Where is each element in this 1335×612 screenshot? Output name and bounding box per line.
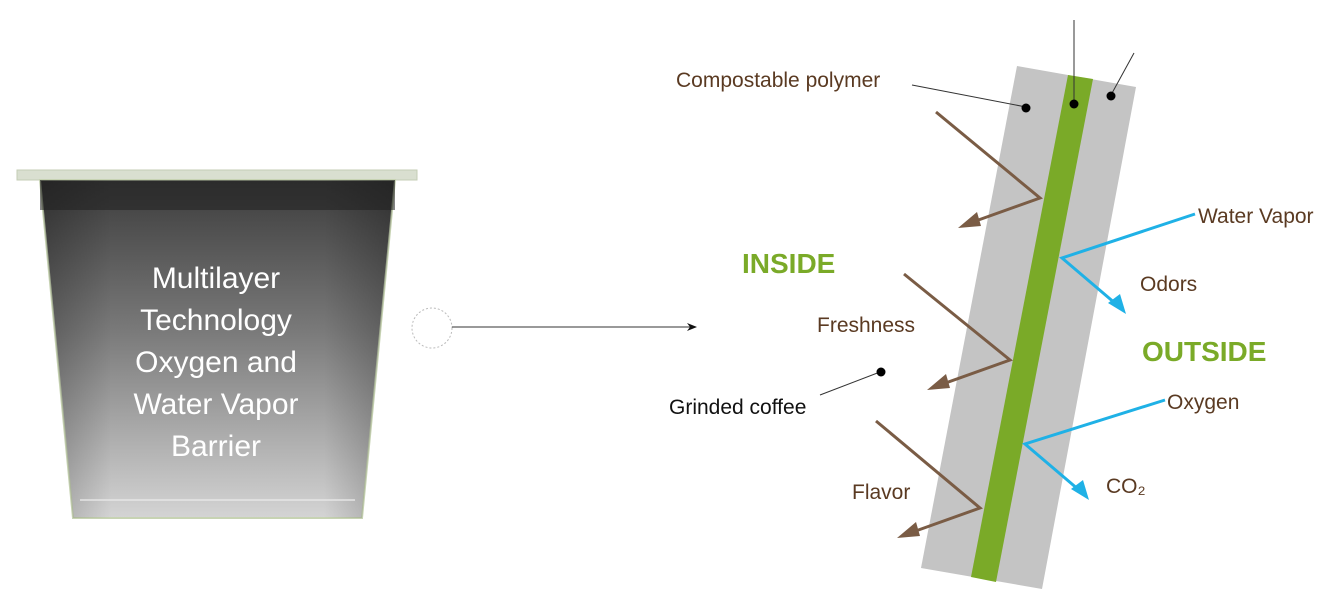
freshness-label: Freshness [817, 314, 916, 337]
caption-line-5: Barrier [170, 430, 261, 463]
capsule-rim [16, 169, 418, 181]
barrier-layer [971, 75, 1093, 582]
water-vapor-arrow [1058, 212, 1196, 306]
outward-arrows [1021, 212, 1196, 492]
freshness-arrow [903, 272, 1014, 387]
caption-line-2: Technology [140, 304, 292, 337]
barrier-dot [1069, 99, 1079, 109]
caption-line-1: Multilayer [151, 262, 281, 295]
leader-lines [819, 20, 1135, 396]
caption-line-4: Water Vapor [133, 388, 299, 421]
polymer-dot [1021, 103, 1031, 113]
outward-arrowheads [1071, 294, 1126, 500]
odors-label: Odors [1140, 273, 1198, 296]
polymer-reflect-arrow [935, 110, 1043, 225]
outer-polymer-dot [1106, 91, 1116, 101]
water-vapor-label: Water Vapor [1198, 205, 1314, 228]
outside-label: OUTSIDE [1142, 336, 1267, 367]
compostable-polymer-label: Compostable polymer [676, 69, 881, 92]
co2-label: CO₂ [1106, 475, 1146, 498]
inside-label: INSIDE [742, 248, 836, 279]
multilayer-wall [921, 66, 1136, 589]
flavor-label: Flavor [852, 481, 911, 504]
capsule-caption: Multilayer Technology Oxygen and Water V… [100, 258, 332, 468]
coffee-capsule-illustration [16, 169, 418, 519]
inward-arrowheads [897, 212, 981, 538]
oxygen-arrow [1021, 398, 1166, 492]
zoom-circle [411, 307, 453, 349]
coffee-dot [876, 367, 886, 377]
grinded-coffee-label: Grinded coffee [669, 396, 807, 419]
flavor-arrow [875, 419, 983, 535]
caption-line-3: Oxygen and [135, 346, 297, 379]
inward-arrows [875, 110, 1043, 535]
oxygen-label: Oxygen [1167, 391, 1240, 414]
zoom-connector [411, 307, 697, 349]
